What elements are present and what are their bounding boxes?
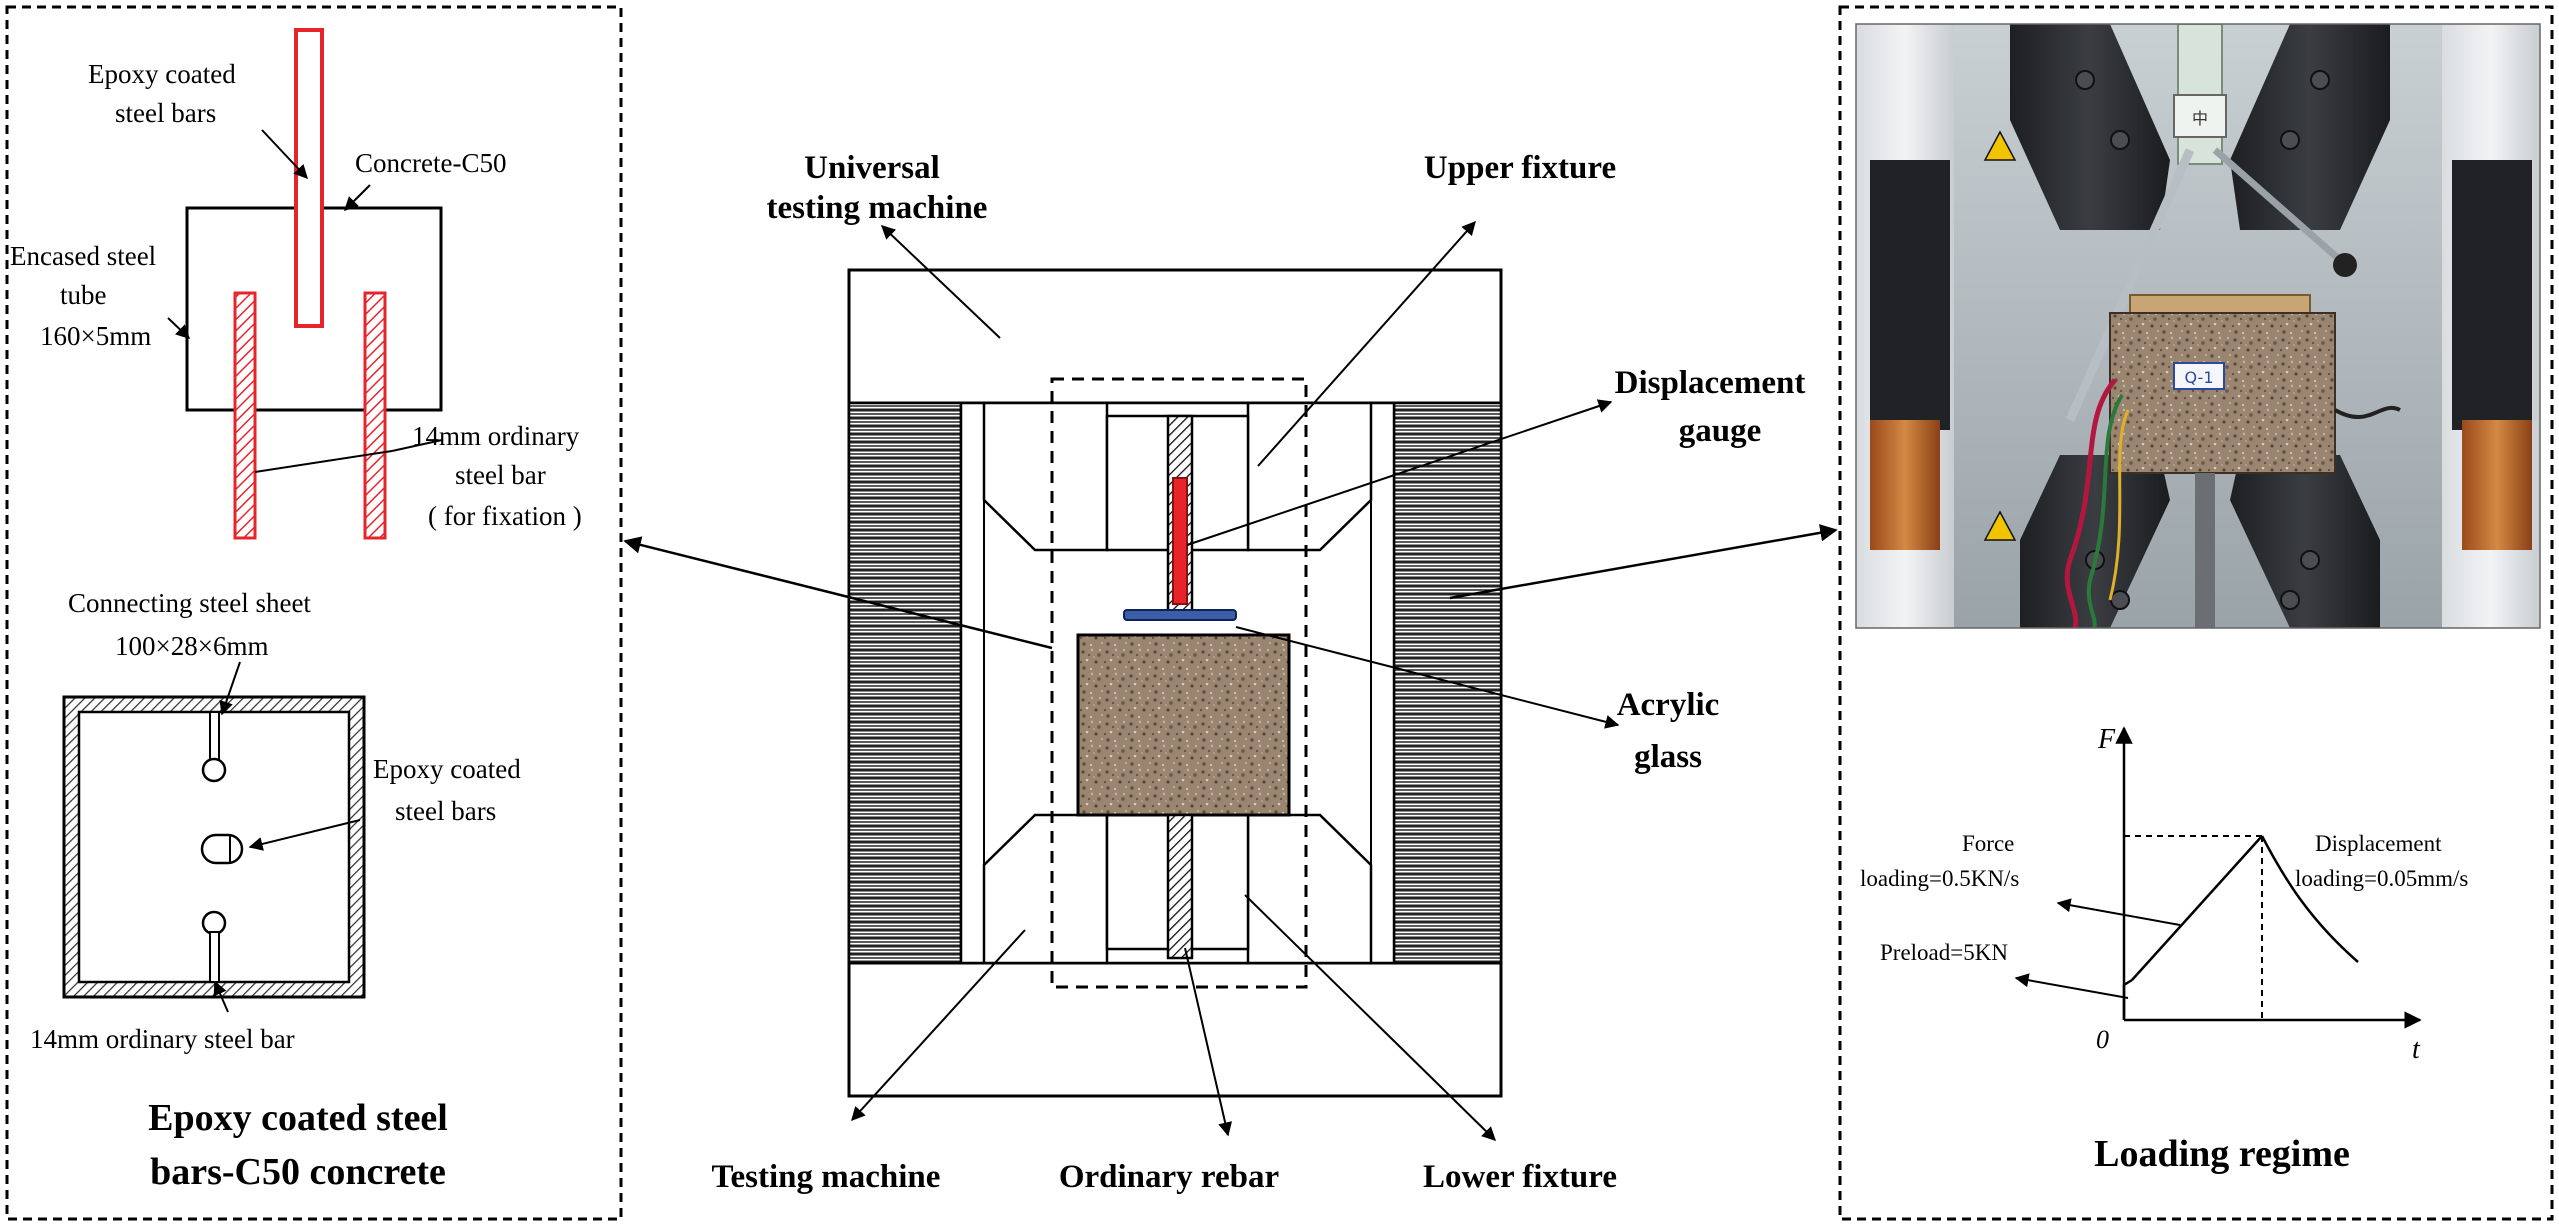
test-zone-outline [1050,377,1308,989]
displacement-gauge [1172,477,1188,605]
label-lower-fixture: Lower fixture [1423,1159,1617,1195]
leader-lower-fixture [1244,894,1496,1141]
label-tube-2: tube [60,280,107,310]
leader-ordinary-2 [391,439,443,452]
label-epoxy-mid-1: Epoxy coated [373,754,521,784]
concrete-specimen [1076,633,1291,817]
leader-gauge [1186,399,1613,546]
label-ordinary-1: 14mm ordinary [412,421,580,451]
series-force-loading [2131,835,2263,981]
label-epoxy-mid-2: steel bars [395,796,496,826]
leader-utm [880,225,1001,339]
annot-disp-2: loading=0.05mm/s [2295,866,2468,891]
label-acrylic-2: glass [1634,739,1702,775]
photo-specimen [2109,312,2336,474]
plan-epoxy-bar [200,833,244,865]
label-utm-2: testing machine [767,190,988,226]
arrow-to-right-panel [1449,524,1838,600]
arrow-to-left-panel [623,536,1053,650]
annot-disp-1: Displacement [2315,831,2442,856]
column-left [847,401,963,965]
left-panel-title-2: bars-C50 concrete [150,1151,446,1193]
leader-tube [167,317,191,339]
annot-preload: Preload=5KN [1880,940,2008,965]
plan-connecting-sheet-bottom [201,910,227,983]
label-tube-3: 160×5mm [40,321,151,351]
label-ordinary-3: ( for fixation ) [428,501,582,531]
leader-ordinary-bottom [213,980,229,1013]
label-ordinary-rebar: Ordinary rebar [1059,1159,1279,1195]
label-acrylic-1: Acrylic [1617,687,1720,723]
label-testing-machine: Testing machine [712,1159,941,1195]
leader-upper-fixture [1257,220,1476,467]
series-displacement-loading [2260,835,2359,963]
label-sheet-2: 100×28×6mm [115,631,268,661]
label-utm-1: Universal [804,150,940,186]
upper-fixture [982,401,1373,552]
specimen-plan-view [62,695,366,999]
series-preload [2122,978,2133,1020]
leader-concrete [344,184,371,211]
leader-testing-machine [851,929,1026,1122]
label-sheet-1: Connecting steel sheet [68,588,311,618]
loading-regime-chart: F t 0 Force loading=0.5KN/s Displacement… [1860,724,2468,1175]
label-concrete: Concrete-C50 [355,148,506,178]
photo-bellows-right [2452,160,2532,550]
left-panel-title-1: Epoxy coated steel [148,1097,448,1139]
annot-force-2: loading=0.5KN/s [1860,866,2019,891]
specimen-elevation [185,28,443,540]
epoxy-coated-bar [294,28,324,328]
left-panel-border [5,5,623,1221]
leader-ordinary [254,450,393,473]
leader-ordinary-rebar [1184,947,1232,1137]
label-ordinary-bottom: 14mm ordinary steel bar [30,1024,295,1054]
chart-y-label: F [2097,724,2116,755]
acrylic-glass [1123,609,1237,621]
label-tube-1: Encased steel [10,241,156,271]
label-epoxy-top-2: steel bars [115,98,216,128]
chart-x-label: t [2412,1034,2421,1065]
ordinary-bar-left [233,291,257,540]
label-upper-fixture: Upper fixture [1424,150,1616,186]
test-setup-photo: 中 Q-1 [1855,23,2541,629]
chart-origin-label: 0 [2096,1025,2109,1054]
label-epoxy-top-1: Epoxy coated [88,59,236,89]
ordinary-bar-right [363,291,387,540]
right-panel: 中 Q-1 F [1838,5,2554,1221]
plan-connecting-sheet-top [201,711,227,783]
label-ordinary-2: steel bar [455,460,546,490]
chart-title: Loading regime [2094,1133,2350,1175]
leader-sheet [219,661,241,716]
photo-bellows-left [1870,160,1950,550]
leader-preload [2014,973,2129,999]
center-panel: Universal testing machine Upper fixture … [623,150,1838,1195]
leader-acrylic [1235,626,1620,729]
label-gauge-2: gauge [1679,413,1762,449]
lower-fixture [982,813,1373,965]
label-gauge-1: Displacement [1615,365,1806,401]
column-right [1392,401,1503,965]
leader-epoxy-top [261,129,308,180]
photo-dial-tag: 中 [2192,109,2208,128]
right-panel-border [1838,5,2554,1221]
lower-rebar [1166,813,1194,960]
photo-specimen-tag: Q-1 [2185,368,2214,387]
leader-epoxy-mid [248,819,361,851]
annot-force-1: Force [1962,831,2014,856]
left-panel: Epoxy coated steel bars Concrete-C50 Enc… [5,5,623,1221]
leader-force-loading [2056,898,2181,926]
